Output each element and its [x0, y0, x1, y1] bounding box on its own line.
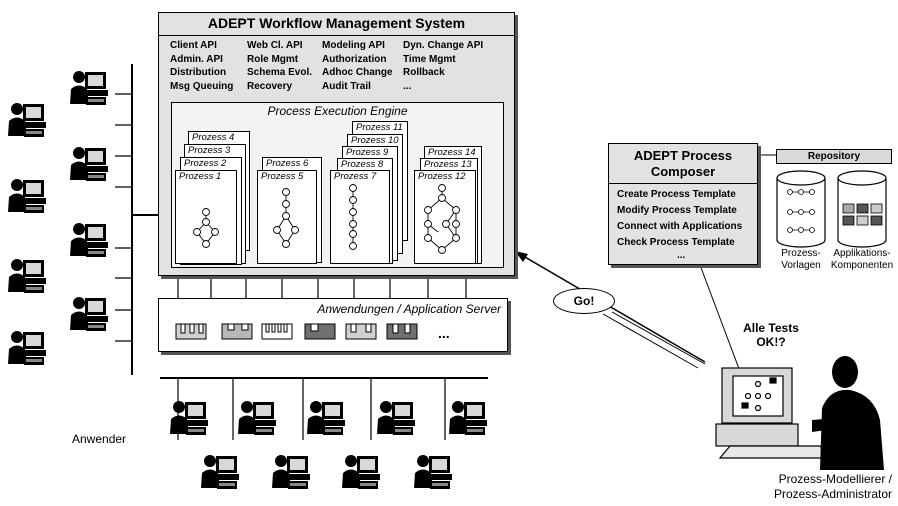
- api-label: Adhoc Change: [322, 67, 393, 78]
- db1-label-line2: Vorlagen: [781, 260, 821, 271]
- api-label: Authorization: [322, 53, 387, 65]
- engine-title: Process Execution Engine: [267, 104, 408, 118]
- alle-tests-line1: Alle Tests: [743, 321, 799, 335]
- app-component: [261, 323, 293, 340]
- wfms-title-divider: [159, 35, 514, 36]
- administrator-label: Prozess-Modellierer / Prozess-Administra…: [752, 472, 892, 502]
- wfms-title: ADEPT Workflow Management System: [207, 15, 466, 31]
- db2-label-line2: Komponenten: [830, 260, 894, 271]
- api-label: Schema Evol.: [247, 67, 313, 78]
- app-component: [304, 323, 336, 340]
- composer-title: ADEPT Process Composer: [609, 148, 757, 180]
- api-label: Modeling API: [322, 40, 385, 51]
- api-label: Audit Trail: [322, 80, 371, 92]
- composer-operation: ...: [677, 250, 686, 261]
- api-label: Web Cl. API: [247, 40, 303, 51]
- app-component: [386, 323, 418, 340]
- composer-divider: [609, 183, 757, 184]
- alle-tests-label: Alle Tests OK!?: [738, 321, 804, 349]
- api-label: Dyn. Change API: [403, 40, 484, 51]
- app-component: [345, 323, 377, 340]
- db1-label-line1: Prozess-: [781, 248, 821, 259]
- alle-tests-line2: OK!?: [756, 335, 786, 349]
- api-label: Client API: [170, 40, 217, 51]
- repository-label-box: Repository: [776, 149, 892, 164]
- process-card: Prozess 7: [330, 170, 390, 264]
- composer-title-line1: ADEPT Process: [633, 148, 733, 163]
- composer-operation: Create Process Template: [617, 189, 736, 200]
- api-label: Time Mgmt: [403, 53, 456, 65]
- api-label: Distribution: [170, 67, 227, 78]
- api-label: ...: [403, 80, 412, 92]
- db-application-components-label: Applikations- Komponenten: [828, 248, 896, 272]
- application-server-label: Anwendungen / Application Server: [317, 302, 501, 316]
- composer-operation: Connect with Applications: [617, 221, 743, 232]
- api-label: Msg Queuing: [170, 80, 234, 92]
- app-component: [221, 323, 253, 340]
- app-server-ellipsis: ...: [438, 325, 450, 341]
- api-label: Rollback: [403, 67, 445, 78]
- composer-operation: Modify Process Template: [617, 205, 737, 216]
- api-label: Admin. API: [170, 53, 223, 65]
- db2-label-line1: Applikations-: [833, 248, 891, 259]
- composer-title-line2: Composer: [650, 164, 716, 179]
- api-label: Role Mgmt: [247, 53, 299, 65]
- app-component: [175, 323, 207, 340]
- anwender-label: Anwender: [72, 432, 127, 446]
- adept-process-composer-box: ADEPT Process Composer: [608, 143, 758, 265]
- composer-operations: Create Process Template Modify Process T…: [617, 187, 742, 261]
- go-bubble: Go!: [553, 288, 615, 314]
- admin-line1: Prozess-Modellierer /: [778, 472, 892, 486]
- composer-operation: Check Process Template: [617, 237, 735, 248]
- db-process-templates-label: Prozess- Vorlagen: [778, 248, 824, 272]
- api-label: Recovery: [247, 80, 293, 92]
- admin-line2: Prozess-Administrator: [773, 487, 892, 501]
